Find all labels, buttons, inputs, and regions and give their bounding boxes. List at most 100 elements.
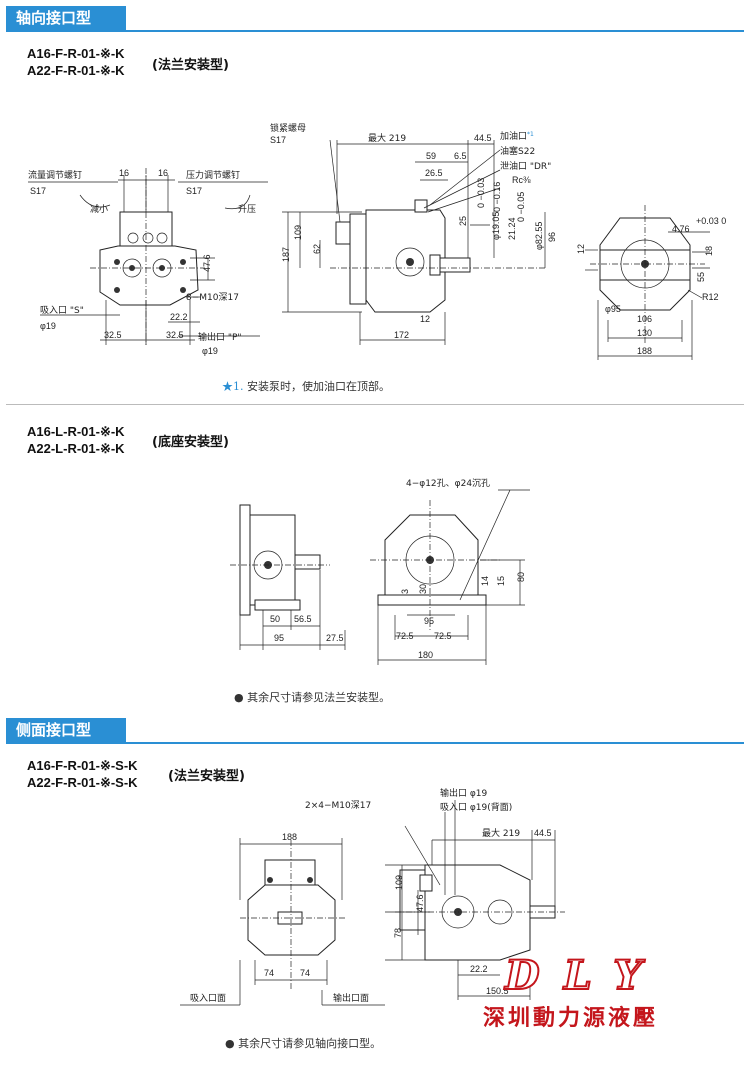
label-fill-star: *1	[527, 131, 534, 138]
label-suction-s: 吸入口 "S"	[40, 305, 84, 316]
label-rc-3-8: Rc⅜	[512, 175, 531, 185]
dim-172: 172	[394, 330, 409, 340]
label-m10-holes: 8−M10深17	[186, 292, 239, 303]
label-phi19-outlet: φ19	[202, 346, 218, 356]
tol-phi19-05: 0 −0.03	[476, 178, 486, 208]
label-drain-dr: 泄油口 "DR"	[500, 160, 551, 172]
dim-6-5: 6.5	[454, 151, 467, 161]
label-outlet-face: 输出口面	[333, 992, 369, 1004]
dim-16-right: 16	[158, 168, 168, 178]
label-increase: 升压	[238, 204, 256, 215]
dim-180: 180	[418, 650, 433, 660]
separator-1	[6, 404, 744, 405]
dim-21-24: 21.24	[507, 217, 517, 240]
label-outlet-p: 输出口 "P"	[198, 331, 242, 343]
model-a16-flange: A16-F-R-01-※-K	[27, 46, 125, 61]
dim-95-foot: 95	[274, 633, 284, 643]
note-see-axial: ● 其余尺寸请参见轴向接口型。	[225, 1037, 382, 1050]
label-suction-phi19-back: 吸入口 φ19(背面)	[440, 801, 512, 813]
label-phi19-suction: φ19	[40, 321, 56, 331]
section-header-side: 侧面接口型	[6, 718, 744, 744]
dim-14: 14	[480, 576, 490, 586]
dim-59: 59	[426, 151, 436, 161]
drawing-foot-front: 4−φ12孔、φ24沉孔 3 30 14 15 80 95 72.5 72.5 …	[370, 478, 530, 665]
dim-188-rear: 188	[637, 346, 652, 356]
dim-phi82-55: φ82.55	[534, 222, 544, 250]
label-locknut-s17: S17	[270, 135, 286, 145]
drawing-front-axial: 流量调节螺钉 压力调节螺钉 S17 S17 减小 升压 16 16 47.6 8…	[28, 168, 268, 356]
logo-company-name: 深圳動力源液壓	[483, 1005, 659, 1031]
dim-106: 106	[637, 314, 652, 324]
dim-4-76: 4.76	[672, 224, 690, 234]
model-a16-side: A16-F-R-01-※-S-K	[27, 758, 138, 773]
dim-18: 18	[704, 246, 714, 256]
label-plug-s22: 油塞S22	[500, 145, 535, 157]
note-see-flange: ● 其余尺寸请参见法兰安装型。	[234, 691, 391, 704]
dim-26-5: 26.5	[425, 168, 443, 178]
dim-55: 55	[696, 272, 706, 282]
label-outlet-phi19: 输出口 φ19	[440, 787, 488, 799]
dim-32-5-right: 32.5	[166, 330, 184, 340]
dim-109-side: 109	[394, 875, 404, 890]
mount-type-flange: (法兰安装型)	[152, 58, 229, 73]
label-suction-face: 吸入口面	[190, 993, 226, 1004]
dim-47-6-side: 47.6	[415, 894, 425, 912]
mount-type-side: (法兰安装型)	[168, 769, 245, 784]
dim-109: 109	[293, 225, 303, 240]
dim-62: 62	[312, 244, 322, 254]
dim-44-5: 44.5	[474, 133, 492, 143]
mount-type-foot: (底座安装型)	[152, 435, 229, 450]
drawing-rear-axial: 4.76 +0.03 0 12 18 55 φ95 R12 106 130 18…	[576, 205, 726, 360]
model-a22-flange: A22-F-R-01-※-K	[27, 63, 125, 78]
dim-max-219-side: 最大 219	[482, 827, 520, 839]
label-s17-left: S17	[30, 186, 46, 196]
dim-74-left: 74	[264, 968, 274, 978]
dim-25: 25	[458, 216, 468, 226]
section-header-side-text: 侧面接口型	[16, 721, 92, 739]
label-decrease: 减小	[90, 203, 108, 215]
label-flow-screw: 流量调节螺钉	[28, 169, 82, 181]
dim-72-5-left: 72.5	[396, 631, 414, 641]
section-header-axial-text: 轴向接口型	[16, 9, 92, 27]
dim-30: 30	[418, 584, 428, 594]
section-header-axial: 轴向接口型	[6, 6, 744, 32]
dim-3: 3	[400, 589, 410, 594]
dim-150-5: 150.5	[486, 986, 509, 996]
dim-32-5-left: 32.5	[104, 330, 122, 340]
dim-phi19-05: φ19.05	[491, 212, 501, 240]
dim-95-front: 95	[424, 616, 434, 626]
dim-12-rear: 12	[576, 244, 586, 254]
drawing-sideport-side: 2×4−M10深17 输出口 φ19 吸入口 φ19(背面) 最大 219 44…	[305, 787, 565, 1000]
tol-21-24: 0 −0.16	[492, 182, 502, 212]
dim-phi95: φ95	[605, 304, 621, 314]
dim-50: 50	[270, 614, 280, 624]
tol-4-76: +0.03 0	[696, 216, 726, 226]
dim-47-6: 47.6	[202, 254, 212, 272]
model-a16-foot: A16-L-R-01-※-K	[27, 424, 125, 439]
note-install: ★1. 安装泵时，使加油口在顶部。	[222, 378, 390, 394]
drawing-foot-side: 50 56.5 95 27.5	[230, 504, 346, 650]
dim-15: 15	[496, 576, 506, 586]
dim-74-right: 74	[300, 968, 310, 978]
logo-dly-watermark: DLY	[504, 951, 666, 1000]
note-install-text: 安装泵时，使加油口在顶部。	[247, 380, 390, 393]
dim-188-side: 188	[282, 832, 297, 842]
dim-max-219: 最大 219	[368, 132, 406, 144]
locknut	[335, 221, 351, 245]
label-fill-port: 加油口*1	[500, 130, 534, 142]
dim-44-5-side: 44.5	[534, 828, 552, 838]
dim-72-5-right: 72.5	[434, 631, 452, 641]
label-2x4-m10: 2×4−M10深17	[305, 800, 371, 811]
dim-27-5: 27.5	[326, 633, 344, 643]
dim-130: 130	[637, 328, 652, 338]
dim-22-2-side: 22.2	[470, 964, 488, 974]
drawing-side-axial: 锁紧螺母 S17 最大 219 44.5 59 6.5 26.5 加油口*1 油…	[270, 122, 557, 345]
model-a22-foot: A22-L-R-01-※-K	[27, 441, 125, 456]
label-s17-right: S17	[186, 186, 202, 196]
dim-80: 80	[516, 572, 526, 582]
tol-phi82-55: 0 −0.05	[516, 192, 526, 222]
note-star: ★1.	[222, 380, 244, 393]
label-fill-port-text: 加油口	[500, 130, 527, 142]
dim-78: 78	[393, 928, 403, 938]
